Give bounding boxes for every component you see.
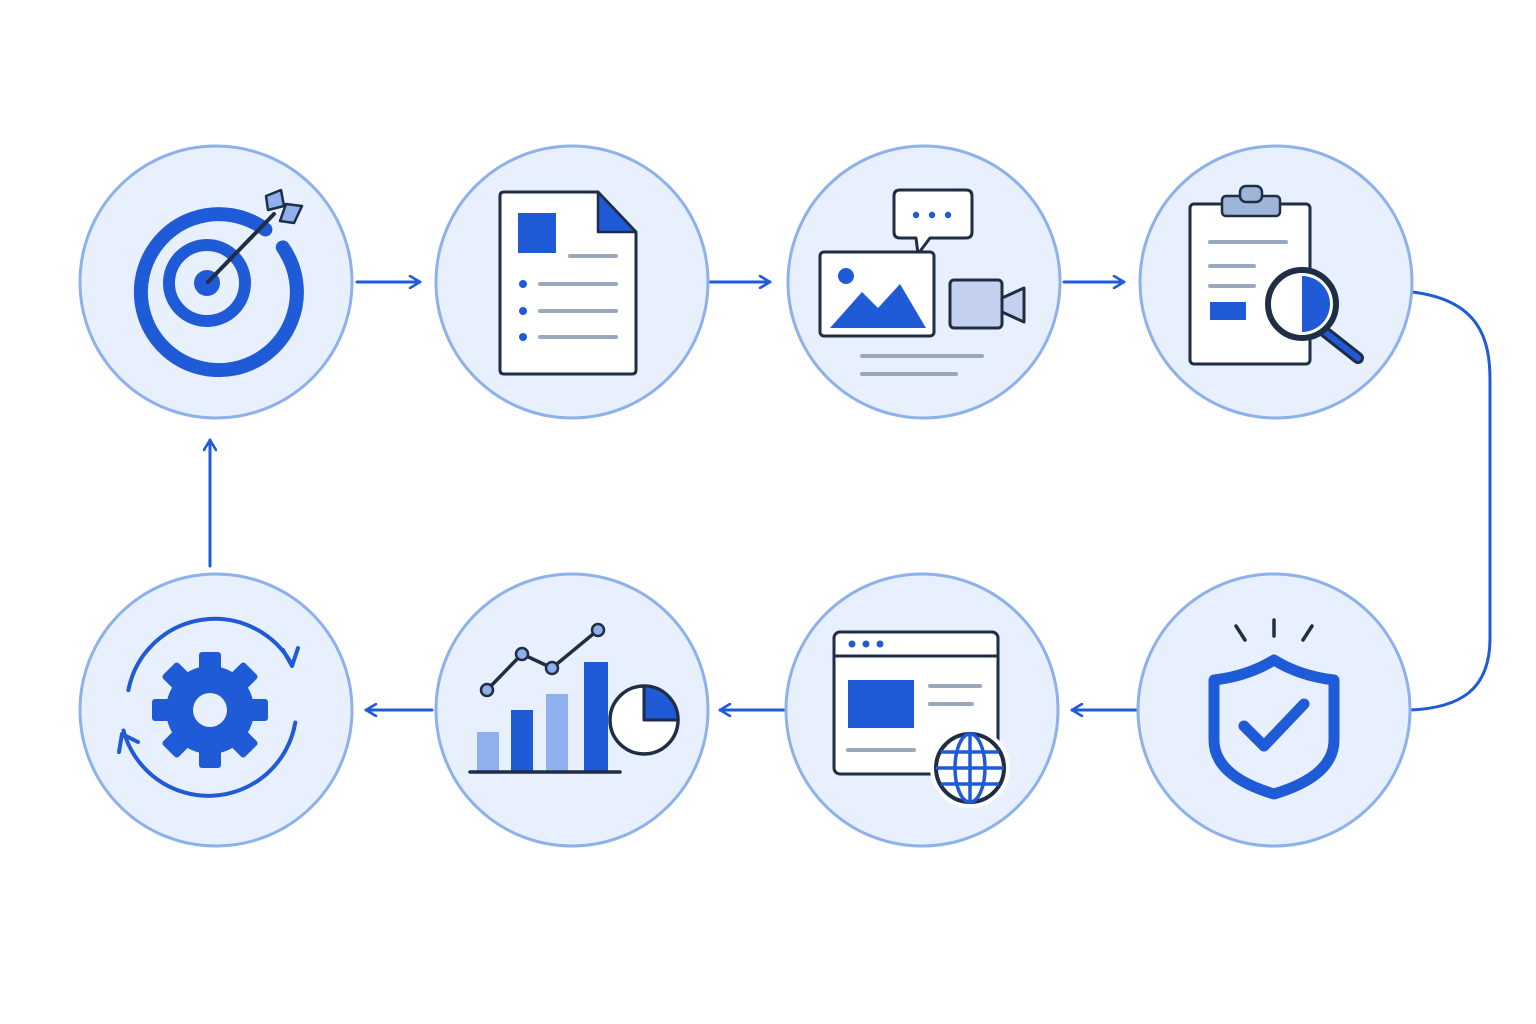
node-approve [1136, 572, 1412, 848]
analytics-chart-icon [468, 622, 680, 774]
clipboard-search-icon [1188, 184, 1364, 366]
web-browser-globe-icon [832, 630, 1010, 808]
target-icon [133, 188, 304, 378]
connectors [210, 282, 1492, 712]
node-analyze [434, 572, 710, 848]
document-icon [498, 190, 638, 376]
shield-check-icon [1208, 618, 1340, 800]
gear-cycle-icon [117, 616, 300, 798]
connector-review-to-approve [1408, 290, 1492, 712]
media-icon [818, 188, 1026, 376]
